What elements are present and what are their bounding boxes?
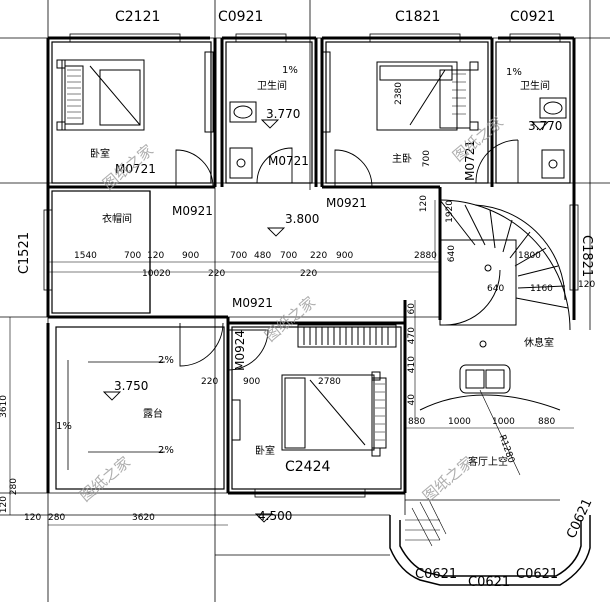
dim-lounge-410: 410 [407, 356, 417, 374]
dim-value: 900 [336, 251, 354, 261]
door-label-bedroom-bottom-side: M0924 [233, 330, 247, 371]
dim-row1-mid-b: 220 [300, 269, 318, 279]
dim-value: 1000 [492, 417, 515, 427]
window-label-top-wc-left: C0921 [218, 9, 264, 25]
lounge-sofa [419, 340, 561, 411]
window-marks [43, 33, 579, 498]
dim-row1-total: 10020 [142, 269, 171, 279]
room-label-living-void: 客厅上空 [468, 457, 508, 468]
dim-stair-640b: 640 [487, 284, 505, 294]
window-label-top-left: C2121 [115, 9, 161, 25]
door-label-bedroom-left: M0721 [115, 162, 156, 176]
dim-value: 1540 [74, 251, 97, 261]
room-label-master-bedroom: 主卧 [392, 154, 412, 165]
dim-value: 880 [538, 417, 556, 427]
dim-value: 220 [310, 251, 328, 261]
bed-master [376, 61, 479, 131]
level-label-bath-left: 3.770 [266, 107, 301, 121]
slope-arrows [67, 360, 165, 470]
door-label-corridor-right: M0921 [326, 196, 367, 210]
slope-label-terrace-top: 2% [158, 355, 174, 366]
dim-wall-120-right: 120 [578, 280, 596, 290]
dim-value: 1000 [448, 417, 471, 427]
dim-left-120: 120 [0, 496, 9, 514]
level-label-corridor: 3.800 [285, 212, 320, 226]
dim-lounge-40: 40 [407, 394, 417, 406]
slope-label-terrace-bottom: 2% [158, 445, 174, 456]
bed-bottom [281, 371, 387, 457]
window-label-left-side: C1521 [17, 232, 32, 275]
dim-stair-640a: 640 [447, 245, 457, 263]
dim-value: 120 [147, 251, 165, 261]
dim-stair-2880: 2880 [414, 251, 437, 261]
window-label-bay-2: C0621 [468, 575, 511, 590]
level-markers [102, 119, 550, 523]
dim-bottom-3620: 3620 [132, 513, 155, 523]
slope-label-terrace-side: 1% [56, 421, 72, 432]
door-label-wc-left: M0721 [268, 154, 309, 168]
dim-left-3610: 3610 [0, 395, 9, 418]
dim-value: 900 [182, 251, 200, 261]
room-label-bathroom-left: 卫生间 [257, 81, 287, 92]
bed-left [56, 59, 145, 131]
level-label-ground: 4.500 [258, 509, 293, 523]
bath-fixtures [229, 97, 567, 179]
room-label-bathroom-right: 卫生间 [520, 81, 550, 92]
wardrobes [204, 51, 397, 441]
dim-value: 700 [124, 251, 142, 261]
dim-lounge-470: 470 [407, 327, 417, 345]
bay-stair [405, 497, 447, 547]
dim-stair-1920: 1920 [445, 200, 455, 223]
window-label-bay-1: C0621 [415, 567, 458, 582]
dim-master-700: 700 [422, 150, 432, 168]
window-label-top-wc-right: C0921 [510, 9, 556, 25]
level-label-bath-right: 3.770 [528, 119, 563, 133]
bay-window [389, 490, 591, 586]
level-label-terrace: 3.750 [114, 379, 149, 393]
door-swings [175, 139, 519, 371]
room-label-bedroom-left: 卧室 [90, 149, 110, 160]
bed-hatch [67, 69, 466, 441]
dimension-lines [9, 200, 574, 526]
room-label-bedroom-bottom: 卧室 [255, 446, 275, 457]
room-label-lounge: 休息室 [524, 338, 554, 349]
dim-value: 700 [230, 251, 248, 261]
dim-stair-120: 120 [419, 195, 429, 213]
dim-bedroom-2780: 2780 [318, 377, 341, 387]
dim-stair-1160: 1160 [530, 284, 553, 294]
window-label-bay-3: C0621 [516, 567, 559, 582]
dim-value: 700 [280, 251, 298, 261]
dim-master-2380: 2380 [394, 82, 404, 105]
slope-label-bath-left: 1% [282, 65, 298, 76]
dim-row1-mid-a: 220 [208, 269, 226, 279]
dim-bedroom-900: 900 [243, 377, 261, 387]
dim-value: 880 [408, 417, 426, 427]
spiral-stair [439, 199, 571, 331]
dim-bottom-120: 120 [24, 513, 42, 523]
dim-bedroom-220: 220 [201, 377, 219, 387]
dim-bottom-280: 280 [48, 513, 66, 523]
door-label-closet: M0921 [172, 204, 213, 218]
window-label-bedroom-bottom: C2424 [285, 459, 331, 475]
dim-value: 480 [254, 251, 272, 261]
dim-left-280: 280 [9, 478, 19, 496]
door-label-bedroom-bottom: M0921 [232, 296, 273, 310]
room-label-terrace: 露台 [143, 409, 163, 420]
window-label-right-side: C1821 [579, 235, 594, 278]
room-label-closet: 衣帽间 [102, 214, 132, 225]
slope-label-bath-right: 1% [506, 67, 522, 78]
dim-stair-1800: 1800 [518, 251, 541, 261]
dim-lounge-60: 60 [407, 303, 417, 315]
window-label-top-master: C1821 [395, 9, 441, 25]
